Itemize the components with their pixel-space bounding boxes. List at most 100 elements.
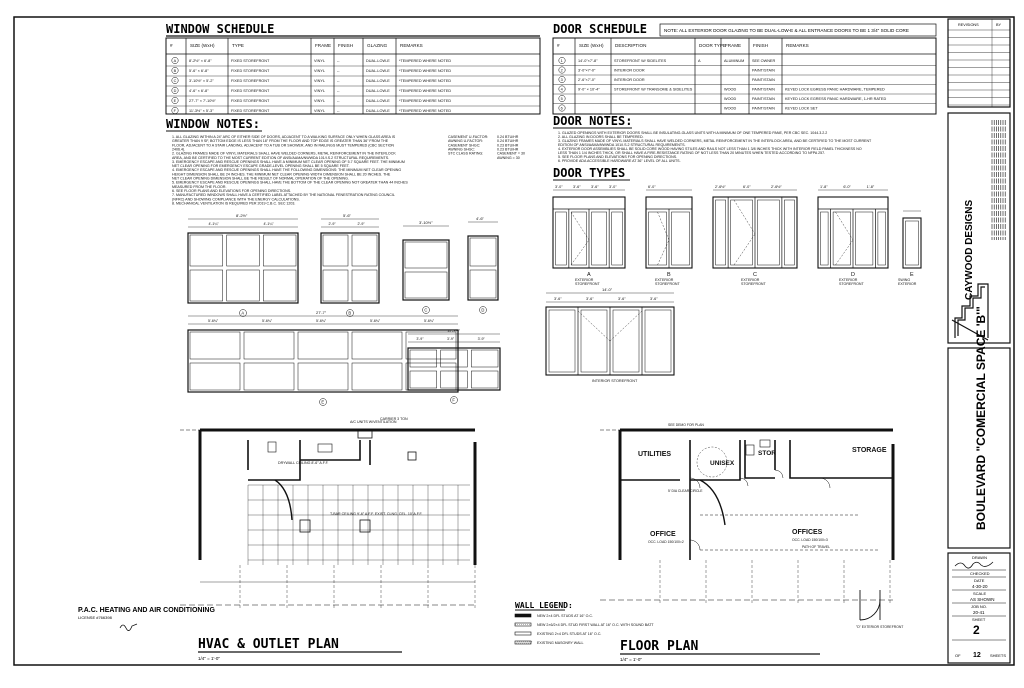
- window-pane: [322, 234, 349, 267]
- schedule-cell: FIXED STOREFRONT: [231, 109, 270, 113]
- schedule-cell: VINYL: [314, 89, 325, 93]
- note-line: 2406.4).: [172, 147, 185, 151]
- door-dimension: 2'-6½": [715, 185, 726, 189]
- date-value: 4-30-20: [972, 584, 988, 589]
- window-tag-letter: E: [321, 400, 324, 405]
- door-glass-pane: [715, 199, 726, 266]
- floor-sink: [759, 439, 771, 448]
- schedule-column-header: SIZE (WxH): [190, 43, 215, 48]
- note-line: 4. EMERGENCY ESCAPE AND RESCUE OPENINGS …: [172, 168, 401, 172]
- firm-logo: [951, 283, 989, 341]
- schedule-cell: PAINT/STAIN: [752, 69, 775, 73]
- door-dimension: 3'-6": [573, 185, 581, 189]
- schedule-tag-circle: [558, 66, 566, 74]
- sheets-label: SHEETS: [990, 653, 1006, 658]
- window-elevation-f: 11'-3½"3'-9"3'-9"3'-9"F: [407, 328, 501, 404]
- wall-legend-title: WALL LEGEND:: [515, 601, 573, 610]
- schedule-cell: 4: [561, 88, 563, 92]
- schedule-tag-circle: [171, 107, 179, 114]
- door-frame: [902, 217, 922, 269]
- schedule-cell: WOOD: [724, 88, 736, 92]
- door-type-label: STOREFRONT: [655, 282, 680, 286]
- schedule-column-header: #: [557, 43, 560, 48]
- window-dimension: 4'-1¼": [264, 222, 275, 226]
- schedule-cell: VINYL: [314, 109, 325, 113]
- schedule-column-header: FRAME: [725, 43, 741, 48]
- window-dimension: 5'-6¾": [424, 319, 435, 323]
- schedule-tag-circle: [171, 87, 179, 94]
- wall-legend-item: EXISTING MASONRY WALL: [537, 641, 583, 645]
- schedule-cell: 3'-0"×7'-0": [578, 69, 596, 73]
- note-line: 2. GLAZING FRAMES MADE OF VINYL MATERIAL…: [172, 152, 396, 156]
- rating-label: CASEMENT U-FACTOR:: [448, 135, 488, 139]
- window-pane: [322, 269, 349, 302]
- window-pane: [469, 237, 497, 267]
- note-line: 8. MECHANICAL VENTILATION IS REQUIRED PE…: [172, 201, 295, 205]
- schedule-cell: DUAL-LOW-E: [366, 79, 390, 83]
- hvac-label: DRYWALL CEILING 8'-6" A.F.F.: [278, 461, 329, 465]
- schedule-cell: FIXED STOREFRONT: [231, 79, 270, 83]
- schedule-column-header: REMARKS: [400, 43, 423, 48]
- window-elevation-a: 8'-2½"4'-1¼"4'-1¼"A: [187, 213, 299, 317]
- door-glass-pane: [784, 199, 795, 266]
- window-schedule-title: WINDOW SCHEDULE: [166, 22, 274, 36]
- door-dimension: 6'-0": [843, 185, 851, 189]
- door-types: DOOR TYPES 3'-0"3'-6"3'-6"3'-0"AEXTERIOR…: [545, 166, 922, 383]
- door-type-label: STOREFRONT: [839, 282, 864, 286]
- rating-value: 0.23 BTU/HR: [497, 143, 519, 147]
- note-line: 7. MANUFACTURED WINDOWS SHALL HAVE A CER…: [172, 193, 395, 197]
- window-pane: [189, 331, 241, 360]
- total-sheets: 12: [973, 652, 981, 659]
- door-dimension: 6'-0": [648, 185, 656, 189]
- note-line: AREA, AND BE CERTIFIED TO THE MOST CURRE…: [172, 156, 389, 160]
- schedule-column-header: FINISH: [338, 43, 353, 48]
- schedule-cell: VINYL: [314, 69, 325, 73]
- schedule-cell: KEYED LOCK EGRESS PANIC HARDWARE, TEMPER…: [785, 88, 885, 92]
- drawn-label: DRAWN: [972, 555, 987, 560]
- schedule-cell: D: [174, 89, 177, 93]
- window-elevations: 8'-2½"4'-1¼"4'-1¼"A5'-6"2'-9"2'-9"B3'-10…: [187, 213, 501, 406]
- window-pane: [440, 370, 468, 389]
- schedule-cell: 1: [561, 59, 563, 63]
- window-pane: [226, 269, 260, 302]
- floor-partitions: [620, 440, 893, 560]
- note-line: NET CLEAR OPENING FOR EMERGENCY ESCAPE G…: [172, 164, 350, 168]
- hvac-supply-register: [299, 519, 311, 533]
- window-elevation-e: 27'-7"5'-6¾"5'-6¾"5'-6¾"5'-6¾"5'-6¾"E: [187, 310, 459, 406]
- schedule-cell: ALUMINUM: [724, 59, 744, 63]
- drawn-signature: [954, 561, 994, 569]
- schedule-cell: VINYL: [314, 59, 325, 63]
- schedule-tag-circle: [171, 67, 179, 74]
- wall-legend-hatch: [515, 640, 519, 645]
- schedule-cell: *TEMPERED WHERE NOTED: [399, 109, 451, 113]
- floor-exterior-wall: [618, 428, 895, 560]
- schedule-cell: KEYED LOCK EGRESS PANIC HARDWARE, 1-HR R…: [785, 97, 886, 101]
- schedule-cell: 3'-10½" × 5'-2": [189, 79, 214, 83]
- schedule-column-header: #: [170, 43, 173, 48]
- window-pane: [404, 241, 448, 269]
- door-schedule-title: DOOR SCHEDULE: [553, 22, 647, 36]
- schedule-column-header: FINISH: [753, 43, 768, 48]
- window-pane: [351, 362, 403, 391]
- schedule-cell: --: [337, 79, 340, 83]
- note-line: 4. EXTERIOR DOOR ASSEMBLIES SHALL BE SOL…: [558, 147, 862, 151]
- window-overall-dimension: 5'-6": [343, 213, 352, 218]
- schedule-cell: SEE OWNER: [752, 59, 775, 63]
- door-swing-line: [733, 199, 756, 235]
- door-glass-pane: [855, 211, 874, 266]
- door-type-label: SWING: [898, 278, 910, 282]
- window-pane: [471, 349, 499, 368]
- door-notes-title: DOOR NOTES:: [553, 114, 632, 128]
- hvac-return-register: [359, 519, 371, 533]
- floor-plan-scale: 1/4" = 1'-0": [620, 657, 642, 662]
- checked-label: CHECKED: [970, 571, 990, 576]
- schedule-cell: 2: [561, 69, 563, 73]
- schedule-cell: DUAL-LOW-E: [366, 69, 390, 73]
- title-block: REVISIONS BY CAYWOOD DESIGNS BOULEVARD "…: [947, 18, 1011, 664]
- project-title: BOULEVARD "COMERCIAL SPACE 'B'": [974, 306, 988, 530]
- window-pane: [243, 331, 295, 360]
